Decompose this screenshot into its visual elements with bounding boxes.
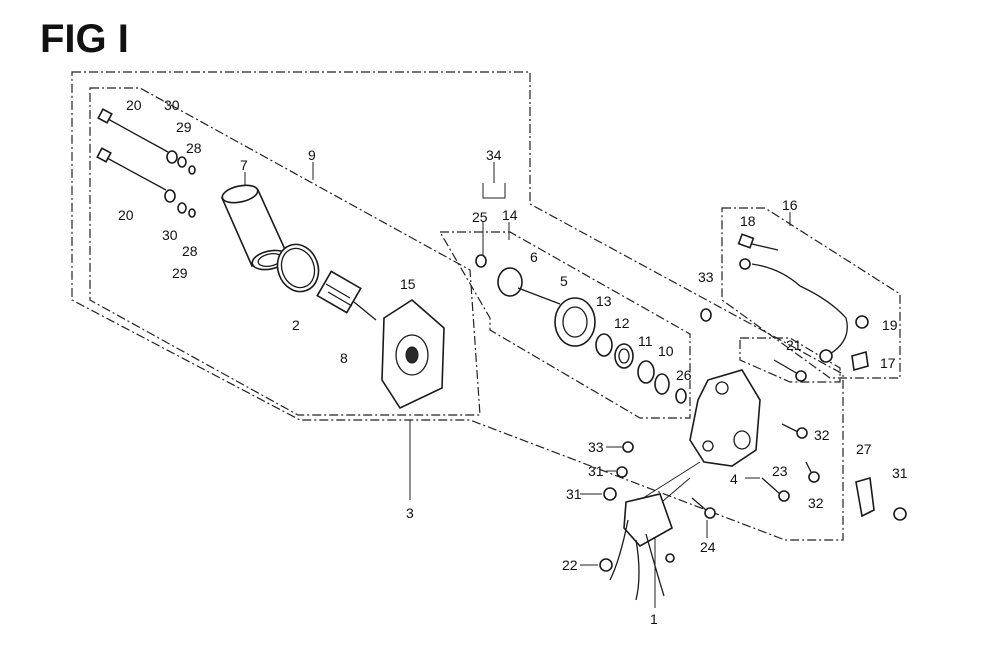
label-24: 24 [700,539,716,555]
label-17: 17 [880,355,896,371]
label-31-lower: 31 [566,486,582,502]
part-32-bolts [781,423,820,483]
label-4: 4 [730,471,738,487]
label-5: 5 [560,273,568,289]
label-15: 15 [400,276,416,292]
label-3: 3 [406,505,414,521]
part-5-clutch [554,297,596,347]
group-box-16 [721,207,901,379]
part-8-armature [316,270,377,321]
label-28: 28 [186,140,202,156]
part-23-bolt [761,477,790,502]
label-12: 12 [614,315,630,331]
part-1-solenoid [599,441,675,601]
part-washers-lower [164,189,196,218]
part-13-12-11-10-26-stack [595,333,687,404]
label-33-upper: 33 [698,269,714,285]
label-14: 14 [502,207,518,223]
group-box-main [71,71,844,541]
group-box-9 [89,87,481,416]
label-19: 19 [882,317,898,333]
part-20-bolts [96,108,169,191]
label-7: 7 [240,157,248,173]
label-32-upper: 32 [814,427,830,443]
label-29-lower: 29 [172,265,188,281]
part-washers-upper [166,150,196,175]
label-28-lower: 28 [182,243,198,259]
part-4-bracket [689,369,761,467]
label-2: 2 [292,317,300,333]
part-27-clip [855,476,907,521]
group-box-21 [739,337,841,383]
part-6-pinion [497,267,561,305]
label-34: 34 [486,147,502,163]
part-2-o-ring [276,243,320,293]
label-21: 21 [786,337,802,353]
label-6: 6 [530,249,538,265]
label-33-lower: 33 [588,439,604,455]
label-8: 8 [340,350,348,366]
part-33-upper-nut [700,308,712,322]
group-box-14 [438,231,691,419]
part-25-washer [475,254,487,268]
label-20: 20 [126,97,142,113]
label-10: 10 [658,343,674,359]
label-9: 9 [308,147,316,163]
label-27: 27 [856,441,872,457]
part-15-end-cover [381,299,445,410]
label-30-lower: 30 [162,227,178,243]
label-13: 13 [596,293,612,309]
label-20-lower: 20 [118,207,134,223]
label-29: 29 [176,119,192,135]
part-16-cable [737,233,869,372]
label-32-lower: 32 [808,495,824,511]
label-30: 30 [164,97,180,113]
part-21-bolt [773,359,807,382]
label-11: 11 [638,333,653,349]
figure-title: FIG I [40,17,129,61]
label-26: 26 [676,367,692,383]
label-31-upper: 31 [588,463,604,479]
label-18: 18 [740,213,756,229]
label-22: 22 [562,557,578,573]
label-23: 23 [772,463,788,479]
label-1: 1 [650,611,658,627]
label-31-right: 31 [892,465,908,481]
part-24-bolt [691,497,716,519]
part-2-o-ring-inner [280,247,316,289]
label-16: 16 [782,197,798,213]
label-25: 25 [472,209,488,225]
